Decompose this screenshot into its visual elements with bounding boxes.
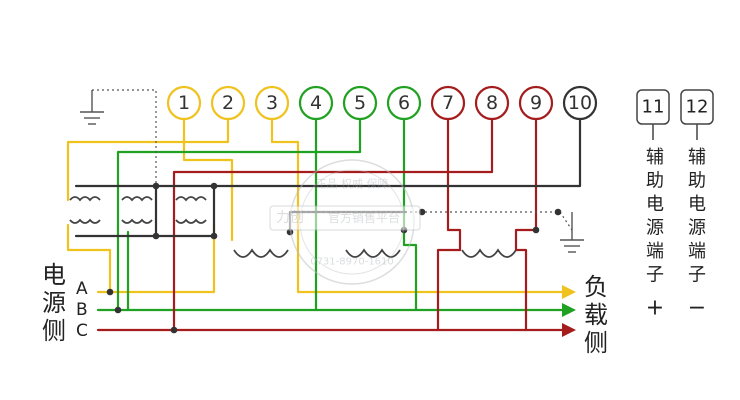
terminal-3: 3 xyxy=(254,85,290,121)
current-transformer-coils xyxy=(233,248,517,258)
terminal-1: 1 xyxy=(166,85,202,121)
wire-red-load-up xyxy=(436,248,462,332)
terminal-4-number: 4 xyxy=(310,92,322,114)
terminal-1-circle xyxy=(166,85,202,121)
aux-terminal-12: 12 辅助电源端子 − xyxy=(680,89,714,321)
wire-yellow-t1 xyxy=(182,116,234,242)
terminal-4-circle xyxy=(298,85,334,121)
aux-terminal-11-label-text: 辅助电源端子 xyxy=(646,147,664,286)
aux-terminal-12-label-text: 辅助电源端子 xyxy=(688,147,706,286)
aux-terminal-12-number: 12 xyxy=(686,97,709,118)
watermark-ring-text: 正品 权威 保障 xyxy=(316,177,389,191)
terminal-6-circle xyxy=(386,85,422,121)
terminal-2-circle xyxy=(210,85,246,121)
arrow-green xyxy=(562,303,576,317)
wire-red-load-down xyxy=(514,248,528,332)
terminal-6-number: 6 xyxy=(398,92,410,114)
terminal-8-number: 8 xyxy=(486,92,498,114)
wire-yellow-a xyxy=(96,223,216,294)
wire-dark-t10 xyxy=(74,116,582,188)
arrow-red xyxy=(562,323,576,337)
wire-yellow-t3 xyxy=(270,116,568,294)
terminal-7-circle xyxy=(430,85,466,121)
terminal-5-number: 5 xyxy=(354,92,366,114)
aux-terminal-11: 11 辅助电源端子 + xyxy=(636,89,670,321)
terminal-9-number: 9 xyxy=(530,92,542,114)
voltage-transformer-coils xyxy=(69,196,207,224)
aux-terminal-11-sign: + xyxy=(646,296,664,321)
terminal-4: 4 xyxy=(298,85,334,121)
terminal-7: 7 xyxy=(430,85,466,121)
terminal-8-circle xyxy=(474,85,510,121)
terminal-3-circle xyxy=(254,85,290,121)
terminal-6: 6 xyxy=(386,85,422,121)
wire-green-t5 xyxy=(116,116,362,312)
watermark-brand: 官方销售平台 xyxy=(328,210,400,225)
terminal-1-number: 1 xyxy=(178,92,190,114)
wire-red-t8 xyxy=(172,116,494,332)
terminal-10-number: 10 xyxy=(568,92,592,114)
terminal-7-number: 7 xyxy=(442,92,454,114)
arrow-yellow xyxy=(562,285,576,299)
wire-red-t7 xyxy=(446,116,462,252)
phase-label-b: B xyxy=(76,300,88,320)
aux-terminal-12-label: 辅助电源端子 xyxy=(688,147,706,286)
wire-red-t9 xyxy=(514,116,538,252)
aux-terminal-11-number: 11 xyxy=(642,97,665,118)
load-side-label: 负载侧 xyxy=(584,273,608,357)
wire-yellow-a-primary xyxy=(66,223,112,294)
aux-terminal-12-sign: − xyxy=(688,296,706,321)
terminal-10: 10 xyxy=(562,85,598,121)
ground-symbol-left xyxy=(80,90,104,125)
terminal-2: 2 xyxy=(210,85,246,121)
source-side-label-text: 电源侧 xyxy=(42,261,66,345)
wire-yellow-t2 xyxy=(66,116,230,202)
phase-label-a: A xyxy=(76,279,88,299)
watermark-logo: 力创 xyxy=(276,210,304,226)
watermark-banner xyxy=(269,205,421,231)
terminal-9-circle xyxy=(518,85,554,121)
terminal-2-number: 2 xyxy=(222,92,234,114)
ground-symbol-right xyxy=(560,212,584,253)
terminal-9: 9 xyxy=(518,85,554,121)
terminal-row: 1 2 3 4 5 6 7 8 9 10 xyxy=(166,85,598,121)
load-side-label-text: 负载侧 xyxy=(584,273,608,357)
load-arrows xyxy=(562,285,576,337)
aux-terminal-11-label: 辅助电源端子 xyxy=(646,147,664,286)
watermark: 力创 官方销售平台 正品 权威 保障 0731-8970-1610 xyxy=(269,159,421,285)
terminal-10-circle xyxy=(562,85,598,121)
source-side-label: 电源侧 xyxy=(42,261,66,345)
terminal-5: 5 xyxy=(342,85,378,121)
phase-label-c: C xyxy=(76,321,88,341)
terminal-8: 8 xyxy=(474,85,510,121)
watermark-phone: 0731-8970-1610 xyxy=(310,257,394,268)
terminal-3-number: 3 xyxy=(266,92,278,114)
ground-dotted-left xyxy=(92,89,157,186)
terminal-5-circle xyxy=(342,85,378,121)
